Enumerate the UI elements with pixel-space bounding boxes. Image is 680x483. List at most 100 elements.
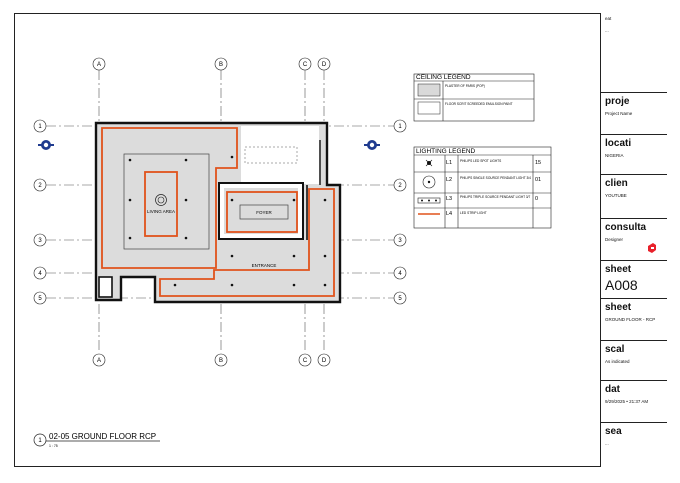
section-marker-left[interactable] (38, 140, 54, 150)
svg-text:5: 5 (398, 296, 402, 302)
grid-lines-vertical (98, 70, 325, 353)
tb-sheet-number: A008 (605, 277, 638, 293)
ceiling-swatch-floor-screed (417, 101, 441, 115)
consultant-logo-icon (648, 243, 656, 253)
tb-consultant-cell: consulta Designer (601, 219, 667, 261)
spot-light-icon (425, 159, 433, 167)
living-area-pop-ceiling (123, 153, 210, 250)
grid-bubble-1-right[interactable]: 1 (393, 119, 407, 133)
ceiling-swatch-pop (417, 83, 441, 97)
svg-text:2: 2 (38, 183, 42, 189)
svg-text:D: D (322, 358, 327, 364)
grid-bubble-d-bottom[interactable]: D (317, 353, 331, 367)
tb-location-cell: locati NIGERIA (601, 135, 667, 175)
svg-text:C: C (303, 358, 308, 364)
tb-sheet-name-cell: sheet GROUND FLOOR - RCP (601, 299, 667, 341)
tb-client-header: clien (605, 178, 628, 189)
grid-bubble-4-right[interactable]: 4 (393, 266, 407, 280)
tb-seal-header: sea (605, 426, 622, 437)
tb-sheet-number-header: sheet (605, 264, 632, 275)
tb-project-header: proje (605, 96, 630, 107)
tb-top-cell: eat ... (601, 13, 667, 93)
lighting-desc-l4: LED STRIP LIGHT (460, 211, 487, 215)
lighting-desc-l1: PHILIPS LED SPOT LIGHTS (460, 159, 501, 163)
room-label-entrance: ENTRANCE (252, 263, 277, 268)
room-label-living-area: LIVING AREA (147, 209, 175, 214)
lighting-desc-l3: PHILIPS TRIPLE SOURCE PENDANT LIGHT 3/7 (460, 195, 531, 199)
svg-text:B: B (219, 358, 223, 364)
lighting-qty-l3: 0 (535, 196, 538, 202)
grid-bubble-b-top[interactable]: B (214, 57, 228, 71)
spot-lights (128, 155, 327, 287)
grid-bubble-d-top[interactable]: D (317, 57, 331, 71)
grid-bubble-3-right[interactable]: 3 (393, 233, 407, 247)
svg-text:1: 1 (398, 124, 402, 130)
lighting-code-l4: L4 (446, 211, 452, 217)
grid-bubble-5-left[interactable]: 5 (33, 291, 47, 305)
tb-top-label: eat (605, 16, 612, 21)
lighting-code-l2: L2 (446, 177, 452, 183)
svg-text:A: A (97, 358, 101, 364)
svg-text:1: 1 (38, 124, 42, 130)
lighting-qty-l2: 01 (535, 177, 541, 183)
floor-plan-drawing[interactable]: A B C D A B C D 1 2 3 4 5 1 2 3 4 5 (0, 0, 600, 483)
grid-bubble-4-left[interactable]: 4 (33, 266, 47, 280)
tb-consultant-header: consulta (605, 222, 647, 233)
grid-bubble-5-right[interactable]: 5 (393, 291, 407, 305)
tb-consultant-value: Designer (605, 237, 624, 242)
view-title[interactable]: 1 02-05 GROUND FLOOR RCP 1 : 75 (33, 432, 160, 448)
grid-bubble-2-right[interactable]: 2 (393, 178, 407, 192)
lighting-legend-title: LIGHTING LEGEND (416, 148, 476, 155)
view-scale: 1 : 75 (49, 444, 58, 448)
tb-top-value: ... (605, 28, 609, 33)
view-number: 1 (38, 438, 42, 444)
tb-location-value: NIGERIA (605, 153, 624, 158)
svg-text:D: D (322, 62, 327, 68)
lighting-legend: LIGHTING LEGEND L1 L2 L3 L4 PHILIPS LED … (413, 146, 552, 229)
triple-pendant-icon (417, 197, 441, 204)
tb-seal-cell: sea ... (601, 423, 667, 467)
tb-date-value: 9/29/2025 • 21:37 AM (605, 399, 649, 404)
svg-text:4: 4 (38, 271, 42, 277)
grid-bubble-a-bottom[interactable]: A (92, 353, 106, 367)
tb-sheet-number-cell: sheet A008 (601, 261, 667, 299)
title-block: eat ... proje Project Name locati NIGERI… (600, 13, 667, 467)
view-name: 02-05 GROUND FLOOR RCP (49, 432, 156, 441)
tb-sheet-name: GROUND FLOOR - RCP (605, 317, 656, 322)
grid-bubble-b-bottom[interactable]: B (214, 353, 228, 367)
svg-text:3: 3 (38, 238, 42, 244)
single-pendant-icon (422, 175, 436, 189)
building-plan[interactable] (94, 121, 342, 304)
svg-text:C: C (303, 62, 308, 68)
lighting-code-l1: L1 (446, 160, 452, 166)
svg-text:4: 4 (398, 271, 402, 277)
grid-bubble-c-bottom[interactable]: C (298, 353, 312, 367)
lighting-desc-l2: PHILIPS SINGLE SOURCE PENDANT LIGHT 3/4 (460, 176, 531, 180)
lighting-code-l3: L3 (446, 196, 452, 202)
ceiling-legend-item-2: FLOOR SCRIT SCREEDED EMULSION PAINT (445, 102, 513, 106)
tb-date-cell: dat 9/29/2025 • 21:37 AM (601, 381, 667, 423)
section-marker-right[interactable] (364, 140, 380, 150)
svg-text:2: 2 (398, 183, 402, 189)
lighting-qty-l1: 15 (535, 160, 541, 166)
tb-project-value: Project Name (605, 111, 633, 116)
tb-location-header: locati (605, 138, 632, 149)
grid-bubble-3-left[interactable]: 3 (33, 233, 47, 247)
svg-text:3: 3 (398, 238, 402, 244)
tb-date-header: dat (605, 384, 620, 395)
room-label-foyer: FOYER (256, 210, 272, 215)
tb-seal-value: ... (605, 441, 609, 446)
svg-text:A: A (97, 62, 101, 68)
grid-bubble-c-top[interactable]: C (298, 57, 312, 71)
tb-project-cell: proje Project Name (601, 93, 667, 135)
grid-bubble-a-top[interactable]: A (92, 57, 106, 71)
foyer-pop-ceiling (239, 204, 289, 220)
svg-text:5: 5 (38, 296, 42, 302)
tb-client-cell: clien YOUTUBE (601, 175, 667, 219)
tb-scale-header: scal (605, 344, 625, 355)
tb-scale-value: As indicated (605, 359, 630, 364)
tb-scale-cell: scal As indicated (601, 341, 667, 381)
ceiling-legend: CEILING LEGEND PLASTER OF PARIS (POP) FL… (413, 73, 535, 122)
grid-bubble-2-left[interactable]: 2 (33, 178, 47, 192)
grid-bubble-1-left[interactable]: 1 (33, 119, 47, 133)
